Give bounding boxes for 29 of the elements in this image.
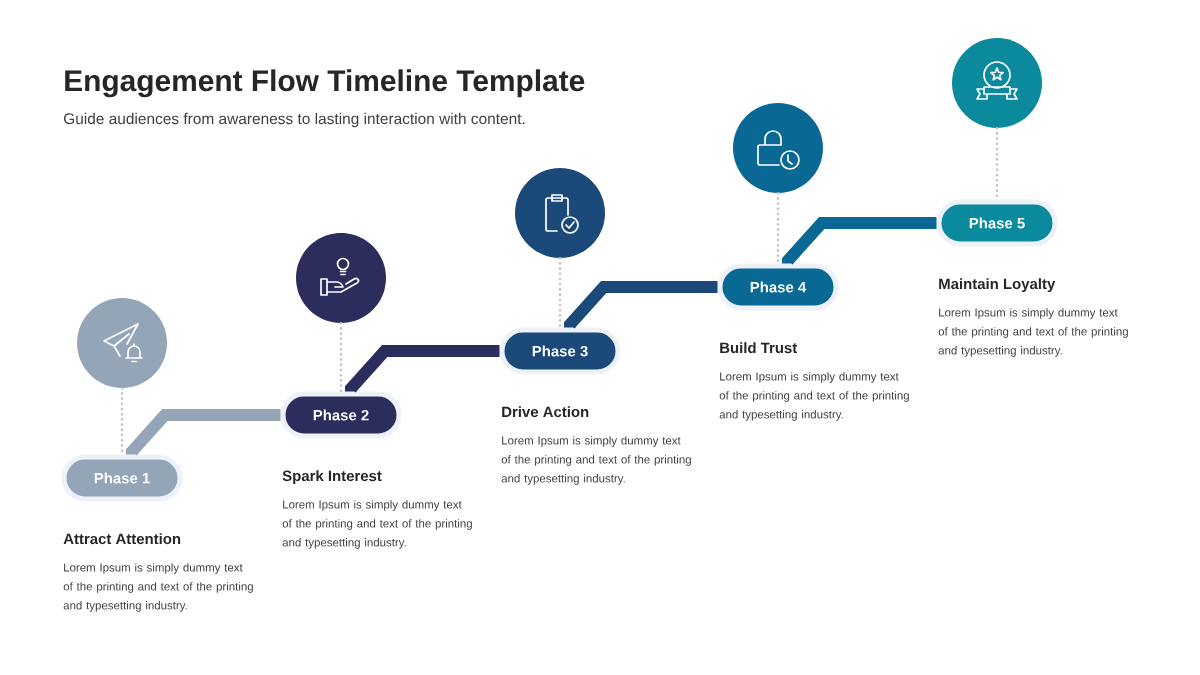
icon-circle <box>515 168 605 258</box>
description-text: Lorem Ipsum is simply dummy text of the printing and text of the printing and typesetting industry. <box>938 308 1128 357</box>
phase-heading: Spark Interest <box>282 470 382 485</box>
icon-circle <box>952 38 1042 128</box>
description-text: Lorem Ipsum is simply dummy text of the printing and text of the printing and typesetting industry. <box>63 563 253 612</box>
step-line <box>782 217 937 267</box>
phase-pill: Phase 1 <box>61 454 183 502</box>
phase-pill: Phase 4 <box>717 263 839 311</box>
icon-circle <box>77 298 167 388</box>
icon-circle <box>733 103 823 193</box>
description-text: Lorem Ipsum is simply dummy text of the printing and text of the printing and typesetting industry. <box>501 436 691 485</box>
phase-heading: Build Trust <box>720 342 798 354</box>
description-text: Lorem Ipsum is simply dummy text of the printing and text of the printing and typesetting industry. <box>719 372 909 421</box>
phase-heading: Attract Attention <box>63 533 181 545</box>
phase-pill: Phase 3 <box>499 327 621 375</box>
phase-pill: Phase 5 <box>936 199 1058 247</box>
subtitle: Guide audiences from awareness to lasting interaction with content. <box>64 112 525 128</box>
step-line <box>126 409 281 458</box>
phase-pill: Phase 2 <box>280 391 402 439</box>
phase-heading: Maintain Loyalty <box>939 278 1056 293</box>
step-line <box>564 281 718 331</box>
dotted-line <box>339 321 343 393</box>
phase-heading: Drive Action <box>502 406 589 418</box>
step-line <box>345 345 500 395</box>
dotted-line <box>558 256 562 329</box>
icon-circle <box>296 233 386 323</box>
dotted-line <box>776 191 780 265</box>
description-text: Lorem Ipsum is simply dummy text of the printing and text of the printing and typesetting industry. <box>282 500 472 549</box>
title: Engagement Flow Timeline Template <box>65 69 585 98</box>
